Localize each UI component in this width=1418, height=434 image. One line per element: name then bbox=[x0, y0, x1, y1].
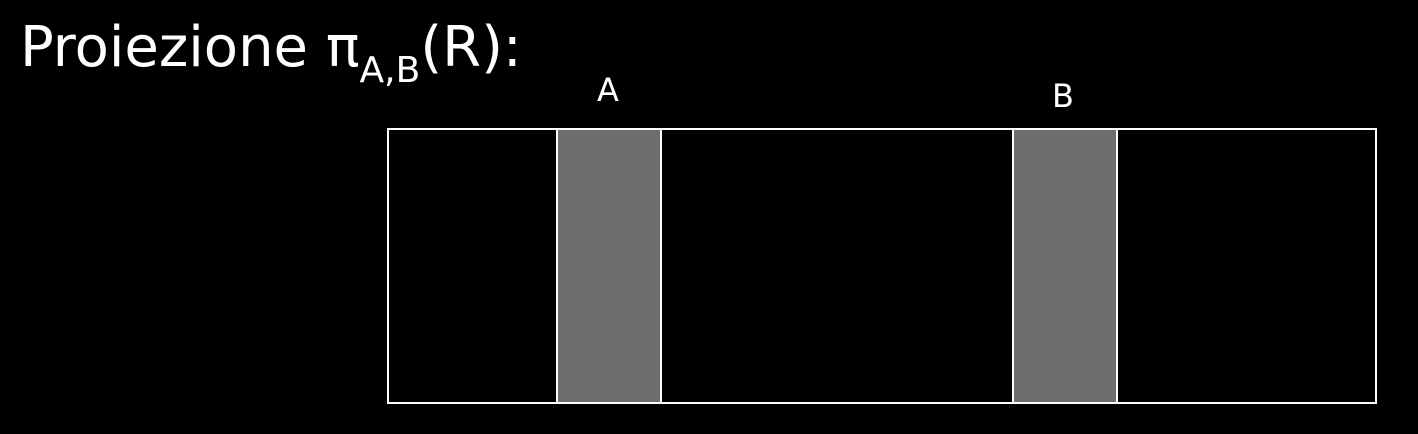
projected-column-b bbox=[1012, 130, 1118, 402]
title-subscript: A,B bbox=[359, 50, 421, 91]
title-suffix: (R): bbox=[420, 15, 522, 80]
column-label-a: A bbox=[597, 71, 619, 109]
title-prefix: Proiezione π bbox=[20, 15, 360, 80]
projected-column-a bbox=[556, 130, 662, 402]
slide-title: Proiezione πA,B(R): bbox=[20, 15, 522, 91]
column-label-b: B bbox=[1052, 77, 1074, 115]
relation-table bbox=[387, 128, 1377, 404]
